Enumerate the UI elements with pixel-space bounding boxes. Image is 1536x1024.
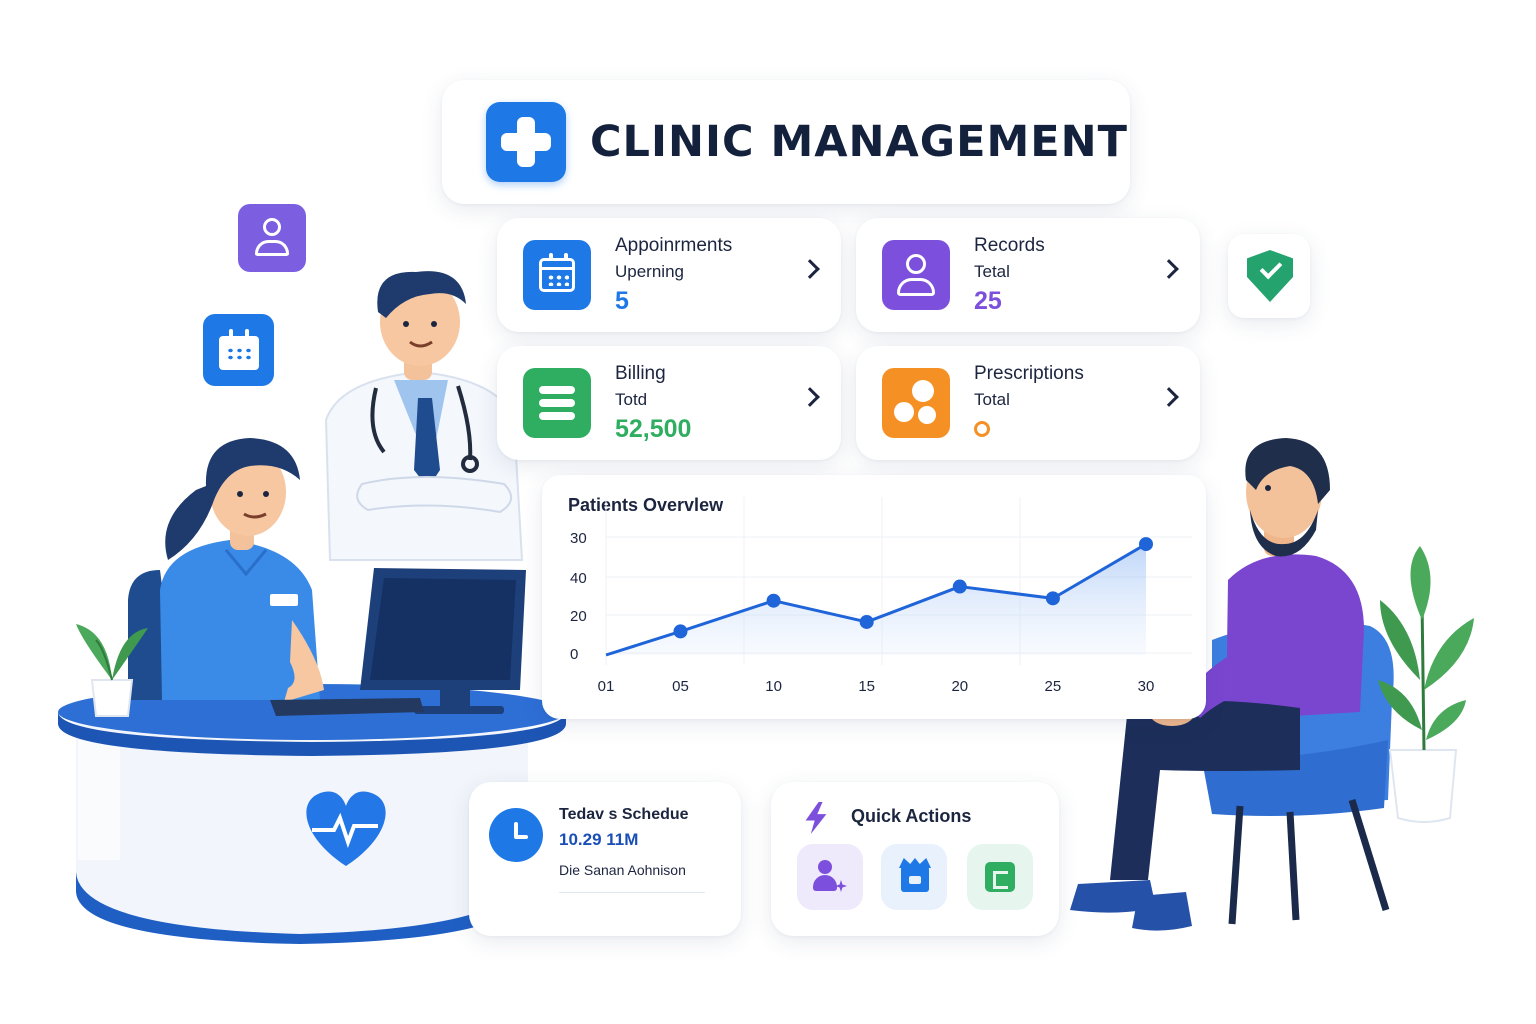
data-point	[673, 624, 688, 639]
lightning-icon	[805, 802, 827, 834]
floating-profile-icon	[238, 204, 306, 272]
x-tick-label: 15	[858, 678, 875, 695]
data-point	[766, 593, 781, 608]
patients-overview-chart: Patients Overvlew 30 40 20 0 01 05 10 15 20 25 30	[542, 475, 1206, 719]
divider	[559, 892, 705, 893]
billing-value: 52,500	[615, 415, 692, 443]
appointments-card[interactable]: Appoinrments Uperning 5	[497, 218, 841, 332]
appointments-title: Appoinrments	[615, 235, 733, 256]
schedule-patient-name: Die Sanan Aohnison	[559, 862, 686, 878]
page-title: CLINIC MANAGEMENT	[590, 117, 1128, 167]
x-tick-label: 10	[765, 678, 782, 695]
quick-actions-card: Quick Actions	[771, 782, 1059, 936]
security-badge[interactable]	[1228, 234, 1310, 318]
calendar-icon	[523, 240, 591, 310]
data-point	[1045, 591, 1060, 606]
chevron-right-icon[interactable]	[800, 387, 820, 407]
y-tick-label: 0	[570, 646, 578, 663]
x-tick-label: 01	[598, 678, 615, 695]
chevron-right-icon[interactable]	[1159, 387, 1179, 407]
y-tick-label: 40	[570, 570, 587, 587]
x-tick-label: 20	[951, 678, 968, 695]
data-point	[1139, 537, 1153, 552]
data-point	[952, 579, 967, 594]
billing-subtitle: Totd	[615, 390, 648, 409]
appointments-value: 5	[615, 287, 629, 315]
billing-list-icon	[523, 368, 591, 438]
chart-title: Patients Overvlew	[568, 495, 724, 515]
billing-card[interactable]: Billing Totd 52,500	[497, 346, 841, 460]
document-button[interactable]	[967, 844, 1033, 910]
add-patient-button[interactable]	[797, 844, 863, 910]
app-header: CLINIC MANAGEMENT	[442, 80, 1130, 204]
quick-actions-title: Quick Actions	[851, 806, 972, 826]
clock-icon	[489, 808, 543, 862]
plant-right	[1378, 546, 1474, 823]
clinic-button[interactable]	[881, 844, 947, 910]
receptionist-illustration	[128, 438, 324, 702]
records-card[interactable]: Records Tetal 25	[856, 218, 1200, 332]
user-icon	[882, 240, 950, 310]
x-tick-label: 25	[1045, 678, 1062, 695]
x-tick-label: 05	[672, 678, 689, 695]
prescriptions-subtitle: Total	[974, 390, 1010, 409]
y-tick-label: 20	[570, 608, 587, 625]
todays-schedule-card[interactable]: Tedav s Schedue 10.29 11M Die Sanan Aohn…	[469, 782, 741, 936]
floating-calendar-icon	[203, 314, 274, 386]
records-value: 25	[974, 287, 1002, 315]
doctor-illustration	[324, 271, 524, 561]
computer-monitor	[270, 568, 526, 716]
medical-cross-icon	[486, 102, 566, 182]
line-chart: 30 40 20 0 01 05 10 15 20 25 30	[570, 497, 1192, 695]
chevron-right-icon[interactable]	[1159, 259, 1179, 279]
heart-icon	[306, 791, 386, 866]
billing-title: Billing	[615, 363, 666, 384]
schedule-time: 10.29 11M	[559, 830, 639, 849]
plant-left	[76, 624, 148, 717]
prescriptions-card[interactable]: Prescriptions Total	[856, 346, 1200, 460]
records-title: Records	[974, 235, 1045, 256]
y-tick-label: 30	[570, 530, 587, 547]
data-point	[859, 614, 874, 629]
pills-icon	[882, 368, 950, 438]
appointments-subtitle: Uperning	[615, 262, 684, 281]
loading-ring-icon	[974, 421, 990, 437]
prescriptions-value	[974, 413, 1084, 445]
records-subtitle: Tetal	[974, 262, 1010, 281]
schedule-title: Tedav s Schedue	[559, 806, 689, 823]
area-fill	[606, 544, 1146, 655]
chevron-right-icon[interactable]	[800, 259, 820, 279]
x-tick-label: 30	[1138, 678, 1155, 695]
prescriptions-title: Prescriptions	[974, 363, 1084, 384]
